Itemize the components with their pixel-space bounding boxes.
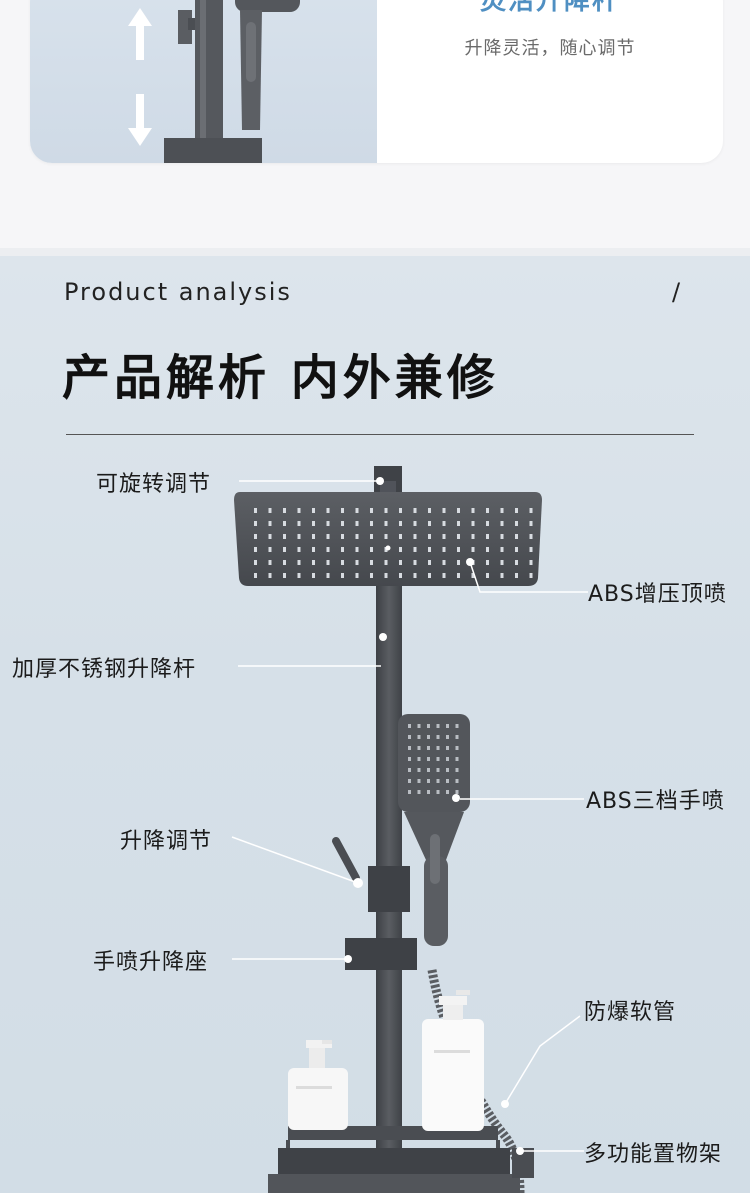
callout-abs-hand-spray: ABS三档手喷 xyxy=(586,789,725,814)
lift-bracket xyxy=(368,866,410,912)
rain-nozzles xyxy=(254,508,533,578)
feature-subtitle: 升降灵活，随心调节 xyxy=(464,38,636,59)
callout-hose: 防爆软管 xyxy=(584,1000,677,1025)
title-slash: / xyxy=(672,278,681,306)
base-block xyxy=(164,138,262,163)
callout-lift-adjust: 升降调节 xyxy=(120,829,213,854)
up-arrow-icon xyxy=(128,8,152,60)
section-title-en: Product analysis xyxy=(64,278,292,306)
rain-shower-head xyxy=(234,492,542,586)
rod xyxy=(195,0,223,140)
feature-section: 灵活升降杆 升降灵活，随心调节 xyxy=(0,0,750,248)
callout-rotatable: 可旋转调节 xyxy=(96,472,212,497)
bottle-left xyxy=(288,1040,348,1130)
rod-marker xyxy=(379,633,387,641)
product-analysis-section: Product analysis / 产品解析 内外兼修 xyxy=(0,256,750,1193)
callout-shelf: 多功能置物架 xyxy=(584,1142,723,1167)
shelf-tray xyxy=(278,1148,510,1178)
lift-rod-illustration xyxy=(128,0,300,163)
lift-rod-image xyxy=(30,0,377,163)
hand-shower-seat xyxy=(345,938,417,970)
hand-shower-head xyxy=(398,714,470,812)
callout-thick-rod: 加厚不锈钢升降杆 xyxy=(12,657,197,682)
hand-shower-head xyxy=(235,0,300,12)
section-title-cn: 产品解析 内外兼修 xyxy=(62,350,499,406)
feature-card-lift-rod: 灵活升降杆 升降灵活，随心调节 xyxy=(30,0,723,163)
callout-hand-spray-seat: 手喷升降座 xyxy=(93,950,209,975)
down-arrow-icon xyxy=(128,94,152,146)
title-divider xyxy=(66,434,694,435)
shower-system-illustration xyxy=(231,466,588,1193)
callout-lines xyxy=(231,480,588,1152)
feature-title: 灵活升降杆 xyxy=(479,0,620,16)
bottle-right xyxy=(422,990,484,1131)
callout-abs-top-spray: ABS增压顶喷 xyxy=(588,582,727,607)
section-divider xyxy=(0,248,750,256)
